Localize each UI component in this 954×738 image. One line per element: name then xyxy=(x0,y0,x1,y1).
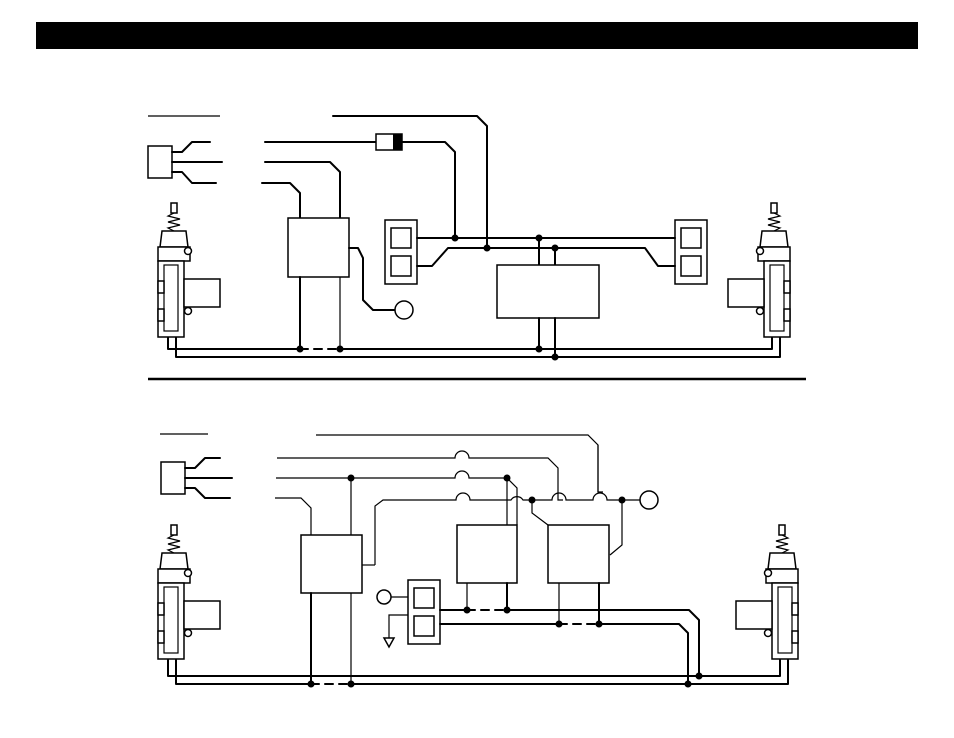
wire-top-b xyxy=(316,435,603,492)
wire-row-1 xyxy=(277,451,563,500)
junction-dot xyxy=(348,681,355,688)
wire-switch-2 xyxy=(265,162,340,218)
junction-dot xyxy=(556,621,563,628)
door-lock-actuator-left xyxy=(158,525,220,659)
junction-dot xyxy=(504,475,511,482)
junction-dot xyxy=(337,346,344,353)
junction-dot xyxy=(484,245,491,252)
junction-dot xyxy=(596,621,603,628)
junction-dot xyxy=(348,475,355,482)
top-diagram xyxy=(148,116,790,361)
wire-bus-b xyxy=(417,248,675,266)
wire-relay-b-side xyxy=(610,500,622,555)
junction-dot xyxy=(308,681,315,688)
relay-pack-left xyxy=(385,220,417,284)
bottom-diagram xyxy=(158,434,798,688)
control-module xyxy=(288,218,349,277)
wire-ground xyxy=(389,615,408,638)
switch-module xyxy=(161,458,232,498)
junction-dot xyxy=(452,235,459,242)
relay-pack xyxy=(408,580,440,644)
wire-switch-3b xyxy=(275,498,311,535)
door-lock-actuator-right xyxy=(728,203,790,337)
diode-band xyxy=(393,134,402,150)
wire-loop-d-left xyxy=(176,660,311,684)
lamp-input xyxy=(377,590,391,604)
wire-row-2 xyxy=(276,471,517,525)
door-lock-actuator-left xyxy=(158,203,220,337)
door-lock-actuator-right xyxy=(736,525,798,659)
junction-dot xyxy=(685,681,692,688)
lamp xyxy=(395,301,413,319)
wire-loop-d xyxy=(351,660,788,684)
wire-switch-3 xyxy=(262,183,300,218)
wire-bus-right-a xyxy=(507,610,699,676)
relay-module-b xyxy=(548,525,609,583)
wire-loop-left-a xyxy=(168,334,300,349)
junction-dot xyxy=(297,346,304,353)
output-module xyxy=(497,265,599,318)
ground-symbol xyxy=(384,638,394,647)
wire-relay-b-in xyxy=(532,500,548,525)
junction-dot xyxy=(464,607,471,614)
relay-module-a xyxy=(457,525,517,583)
junction-dot xyxy=(536,346,543,353)
junction-dot xyxy=(504,607,511,614)
junction-dot xyxy=(552,245,559,252)
relay-pack-right xyxy=(675,220,707,284)
junction-dot xyxy=(696,673,703,680)
wire-loop-b xyxy=(176,334,780,357)
switch-module xyxy=(148,142,222,183)
junction-dot xyxy=(552,354,559,361)
junction-dot xyxy=(529,497,536,504)
lamp-output xyxy=(640,491,658,509)
control-module xyxy=(301,535,362,593)
junction-dot xyxy=(619,497,626,504)
junction-dot xyxy=(536,235,543,242)
